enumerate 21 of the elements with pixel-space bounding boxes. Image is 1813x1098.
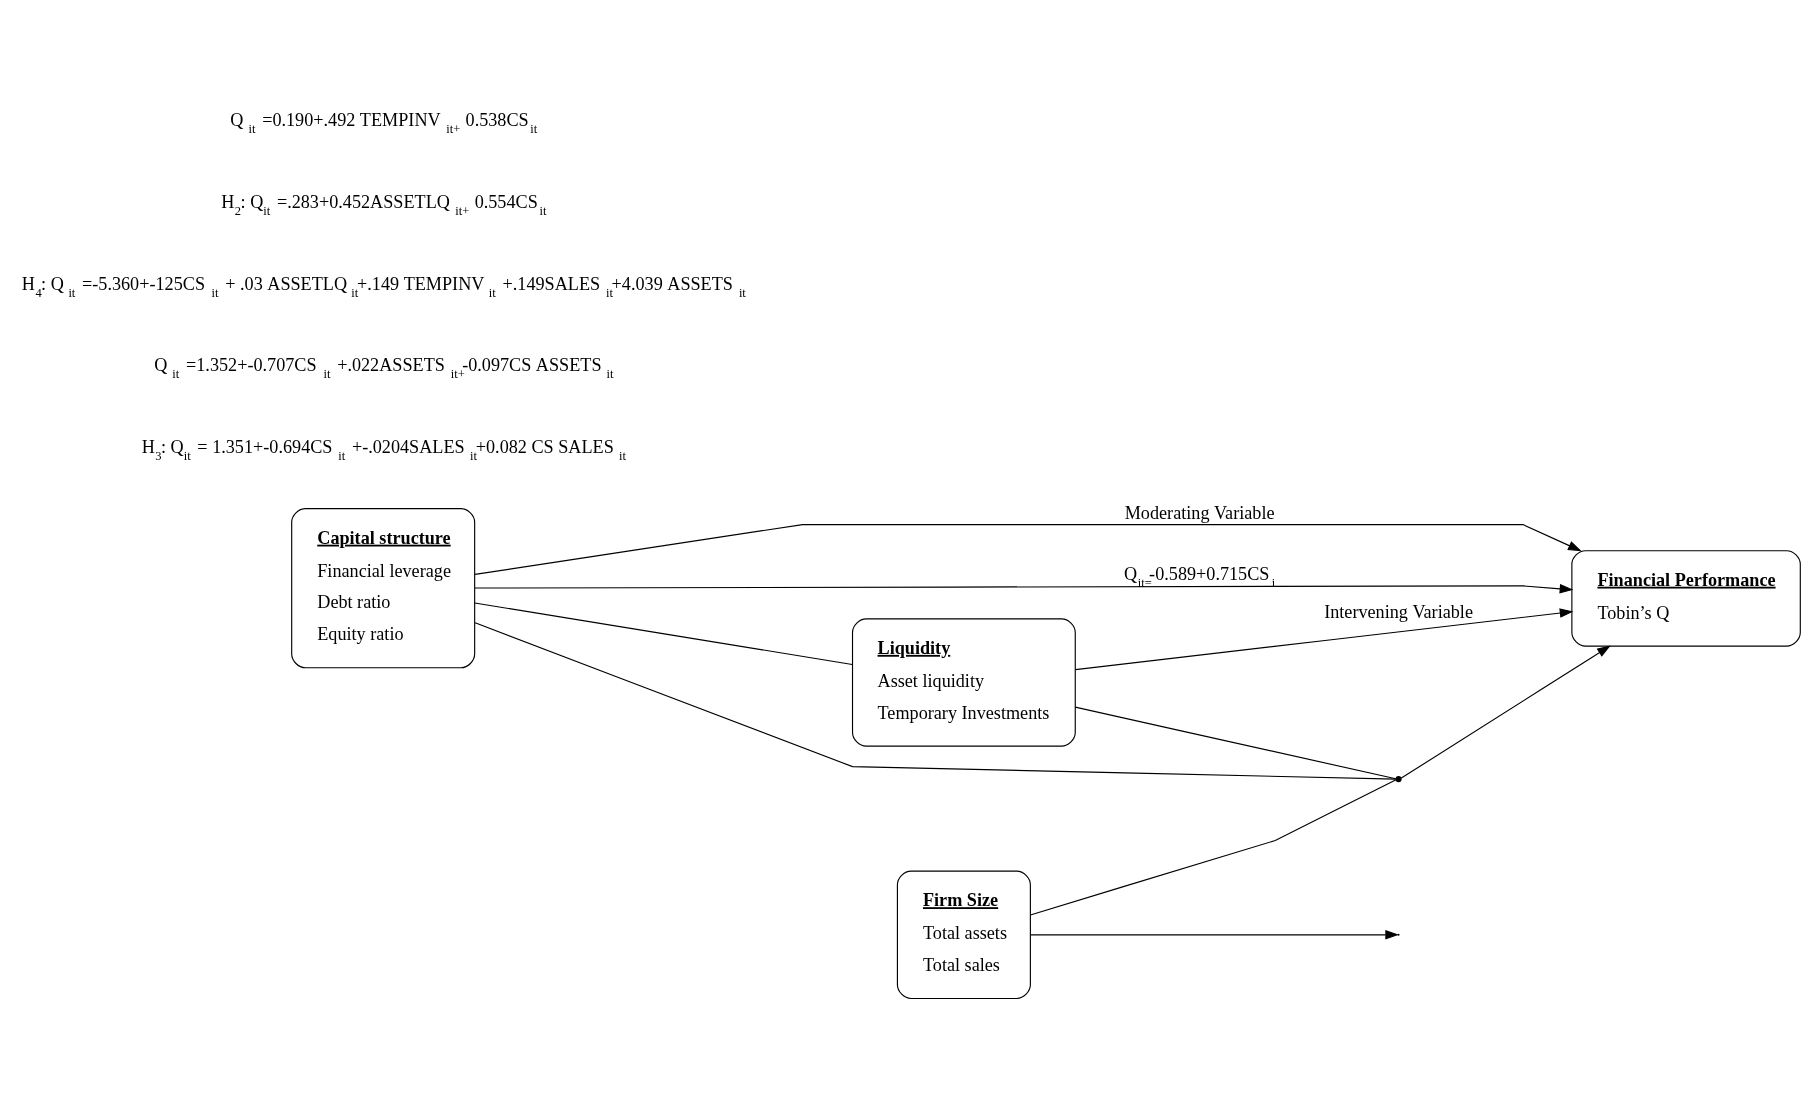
connector: [1029, 779, 1397, 916]
arrow: [1030, 930, 1399, 940]
connector: [474, 602, 853, 666]
label: Q $_{it}$ =0.190+.492 TEMPINV $_{it+}$ 0.538CS$_{it}$: [230, 109, 538, 136]
connector: [474, 622, 1397, 780]
arrow: [1400, 645, 1611, 779]
arrow: [1074, 608, 1574, 671]
edge-label: Moderating Variable: [1124, 502, 1275, 523]
arrow: [474, 524, 1582, 575]
arrow: [474, 584, 1574, 594]
label: H$_{3}$: Q$_{it}$ = 1.351+-0.694CS $_{it}$ +-.0204SALES $_{it}$+0.082 CS SALES $_{it}$: [141, 437, 626, 464]
node-box: Liquidity Asset liquidity Temporary Investments: [851, 618, 1076, 747]
label: H$_{4}$: Q $_{it}$ =-5.360+-125CS $_{it}$ + .03 ASSETLQ $_{it}$+.149 TEMPINV $_{it}$ +.149SALES $_{it}$+4.039 ASSETS $_{it}$: [21, 273, 746, 300]
node-point: [1395, 776, 1402, 783]
label: Q $_{it}$ =1.352+-0.707CS $_{it}$ +.022ASSETS $_{it+}$-0.097CS ASSETS $_{it}$: [154, 355, 614, 382]
node-box: Firm Size Total assets Total sales: [896, 870, 1031, 1000]
edge-label: Intervening Variable: [1324, 601, 1473, 622]
node-box: Capital structure Financial leverage Debt ratio Equity ratio: [291, 508, 476, 669]
label: H$_{2}$: Q$_{it}$ =.283+0.452ASSETLQ $_{it+}$ 0.554CS$_{it}$: [221, 191, 547, 218]
connector: [1074, 706, 1397, 780]
node-box: Financial Performance Tobin’s Q: [1571, 550, 1801, 647]
